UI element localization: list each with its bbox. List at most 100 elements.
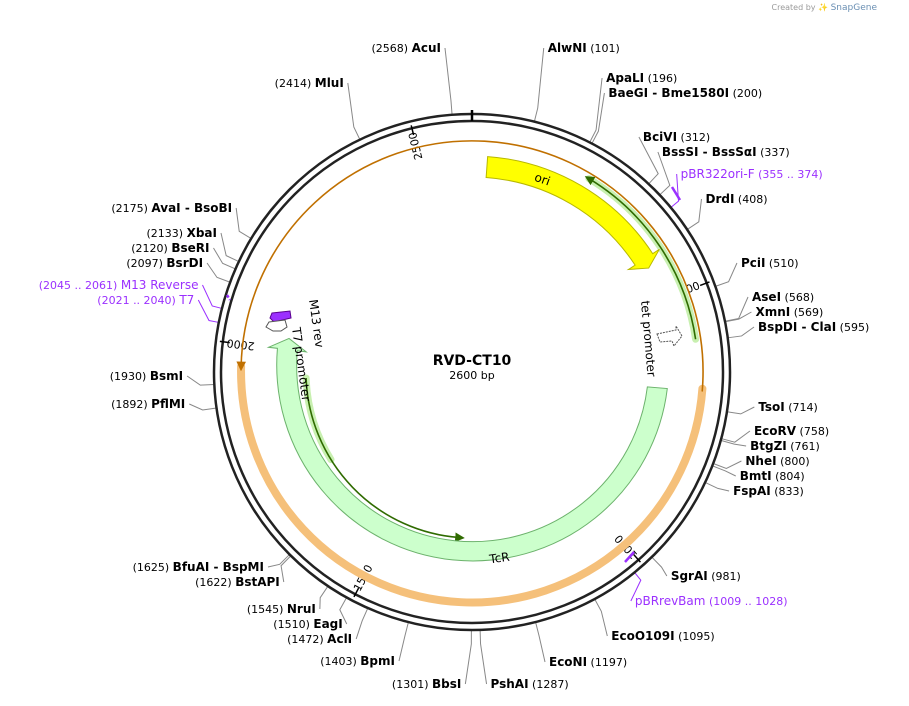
- site-label[interactable]: (1545) NruI: [247, 602, 316, 616]
- tcr-feature[interactable]: [266, 337, 668, 562]
- site-label[interactable]: BspDI - ClaI (595): [758, 320, 869, 334]
- site-label[interactable]: EcoNI (1197): [549, 655, 627, 669]
- ori-label: ori: [533, 170, 552, 188]
- site-leader-line: [213, 247, 236, 270]
- site-leader-line: [704, 481, 730, 492]
- ori-feature[interactable]: [485, 156, 660, 271]
- orange-primer-arrow: [236, 140, 704, 392]
- site-label[interactable]: (2120) BseRI: [131, 241, 209, 255]
- site-label[interactable]: BaeGI - Bme1580I (200): [608, 86, 762, 100]
- site-label-text: PciI (510): [741, 256, 799, 270]
- site-label-text: (1892) PflMI: [111, 397, 185, 411]
- tick-mark: [353, 587, 360, 598]
- site-label-text: (1403) BpmI: [320, 654, 395, 668]
- site-label-text: TsoI (714): [758, 400, 818, 414]
- site-label[interactable]: SgrAI (981): [671, 569, 741, 583]
- site-label-text: (2414) MluI: [275, 76, 344, 90]
- site-label[interactable]: (1892) PflMI: [111, 397, 185, 411]
- site-label-text: (1472) AclI: [287, 632, 352, 646]
- site-label[interactable]: EcoRV (758): [754, 424, 829, 438]
- tick-label: 2000: [226, 336, 255, 352]
- site-label[interactable]: BciVI (312): [643, 130, 710, 144]
- site-label-text: (2097) BsrDI: [126, 256, 203, 270]
- primer-label[interactable]: pBR322ori-F (355 .. 374): [681, 167, 823, 181]
- site-label[interactable]: (2414) MluI: [275, 76, 344, 90]
- site-label[interactable]: DrdI (408): [705, 192, 767, 206]
- site-leader-line: [464, 629, 472, 685]
- site-label[interactable]: NheI (800): [745, 454, 809, 468]
- site-label[interactable]: BssSI - BssSαI (337): [662, 145, 790, 159]
- site-label-text: EcoO109I (1095): [611, 629, 714, 643]
- plasmid-name: RVD-CT10: [433, 353, 512, 369]
- site-label[interactable]: AlwNI (101): [548, 41, 620, 55]
- site-label[interactable]: TsoI (714): [758, 400, 818, 414]
- site-label[interactable]: PshAI (1287): [491, 677, 569, 691]
- site-label[interactable]: BmtI (804): [740, 469, 805, 483]
- site-label[interactable]: (2568) AcuI: [371, 41, 441, 55]
- m13-rev-label: M13 rev: [306, 298, 327, 348]
- primer-label[interactable]: (2045 .. 2061) M13 Reverse: [39, 278, 199, 292]
- site-label[interactable]: (1301) BbsI: [392, 677, 461, 691]
- site-leader-line: [726, 406, 755, 415]
- primer-leader-line: [630, 572, 642, 602]
- site-label[interactable]: (2133) XbaI: [147, 226, 217, 240]
- site-label[interactable]: (2097) BsrDI: [126, 256, 203, 270]
- site-label[interactable]: (1472) AclI: [287, 632, 352, 646]
- site-label[interactable]: (1625) BfuAI - BspMI: [133, 560, 264, 574]
- site-leader-line: [589, 77, 603, 143]
- primer-label[interactable]: (2021 .. 2040) T7: [97, 293, 194, 307]
- site-leader-line: [713, 460, 742, 469]
- primer-leader-line: [202, 284, 223, 309]
- site-label[interactable]: BtgZI (761): [750, 439, 820, 453]
- tcr-label: TcR: [487, 550, 510, 567]
- primer-leader-line: [670, 173, 680, 208]
- site-label[interactable]: AseI (568): [752, 290, 814, 304]
- site-label[interactable]: FspAI (833): [733, 484, 804, 498]
- site-leader-line: [280, 555, 292, 583]
- site-label[interactable]: XmnI (569): [755, 305, 823, 319]
- site-leader-line: [267, 554, 290, 568]
- t7-promoter-arrow-icon[interactable]: [265, 319, 288, 332]
- snapgene-logo-icon: ✨: [818, 3, 829, 12]
- site-label-text: BmtI (804): [740, 469, 805, 483]
- site-leader-line: [444, 47, 453, 115]
- primer-labels: pBR322ori-F (355 .. 374) pBRrevBam (1009 …: [39, 167, 823, 608]
- site-label-text: BspDI - ClaI (595): [758, 320, 869, 334]
- green-primer-arrow: [584, 176, 697, 340]
- site-leader-line: [591, 92, 605, 144]
- site-label[interactable]: (1510) EagI: [273, 617, 342, 631]
- site-label[interactable]: PciI (510): [741, 256, 799, 270]
- site-label-text: AseI (568): [752, 290, 814, 304]
- site-label-text: SgrAI (981): [671, 569, 741, 583]
- site-label[interactable]: (2175) AvaI - BsoBI: [111, 201, 232, 215]
- site-label[interactable]: EcoO109I (1095): [611, 629, 714, 643]
- site-leader-line: [220, 232, 240, 263]
- site-label-text: (2568) AcuI: [371, 41, 441, 55]
- site-leader-line: [535, 621, 546, 663]
- site-label[interactable]: (1403) BpmI: [320, 654, 395, 668]
- primer-halos: [236, 140, 707, 607]
- credit-text: Created by: [771, 3, 816, 12]
- site-label[interactable]: (1622) BstAPI: [195, 575, 280, 589]
- plasmid-size: 2600 bp: [449, 369, 494, 382]
- site-label-text: (1545) NruI: [247, 602, 316, 616]
- site-label[interactable]: (1930) BsmI: [110, 369, 183, 383]
- tet-promoter-arrow-icon[interactable]: [656, 324, 683, 347]
- site-label-text: EcoNI (1197): [549, 655, 627, 669]
- site-leader-line: [712, 465, 736, 477]
- site-label[interactable]: ApaLI (196): [606, 71, 677, 85]
- site-label-text: (1301) BbsI: [392, 677, 461, 691]
- site-leader-line: [724, 311, 752, 323]
- site-label-text: BaeGI - Bme1580I (200): [608, 86, 762, 100]
- site-label-text: (2133) XbaI: [147, 226, 217, 240]
- site-label-text: (2120) BseRI: [131, 241, 209, 255]
- site-label-text: BssSI - BssSαI (337): [662, 145, 790, 159]
- pbrrevbam-mark: [624, 551, 635, 563]
- site-leader-line: [727, 326, 755, 339]
- tick-mark: [633, 554, 641, 563]
- tick-mark: [410, 125, 415, 136]
- site-leader-line: [347, 82, 361, 140]
- primer-label[interactable]: pBRrevBam (1009 .. 1028): [635, 594, 788, 608]
- site-label-text: ApaLI (196): [606, 71, 677, 85]
- site-leader-line: [235, 207, 252, 239]
